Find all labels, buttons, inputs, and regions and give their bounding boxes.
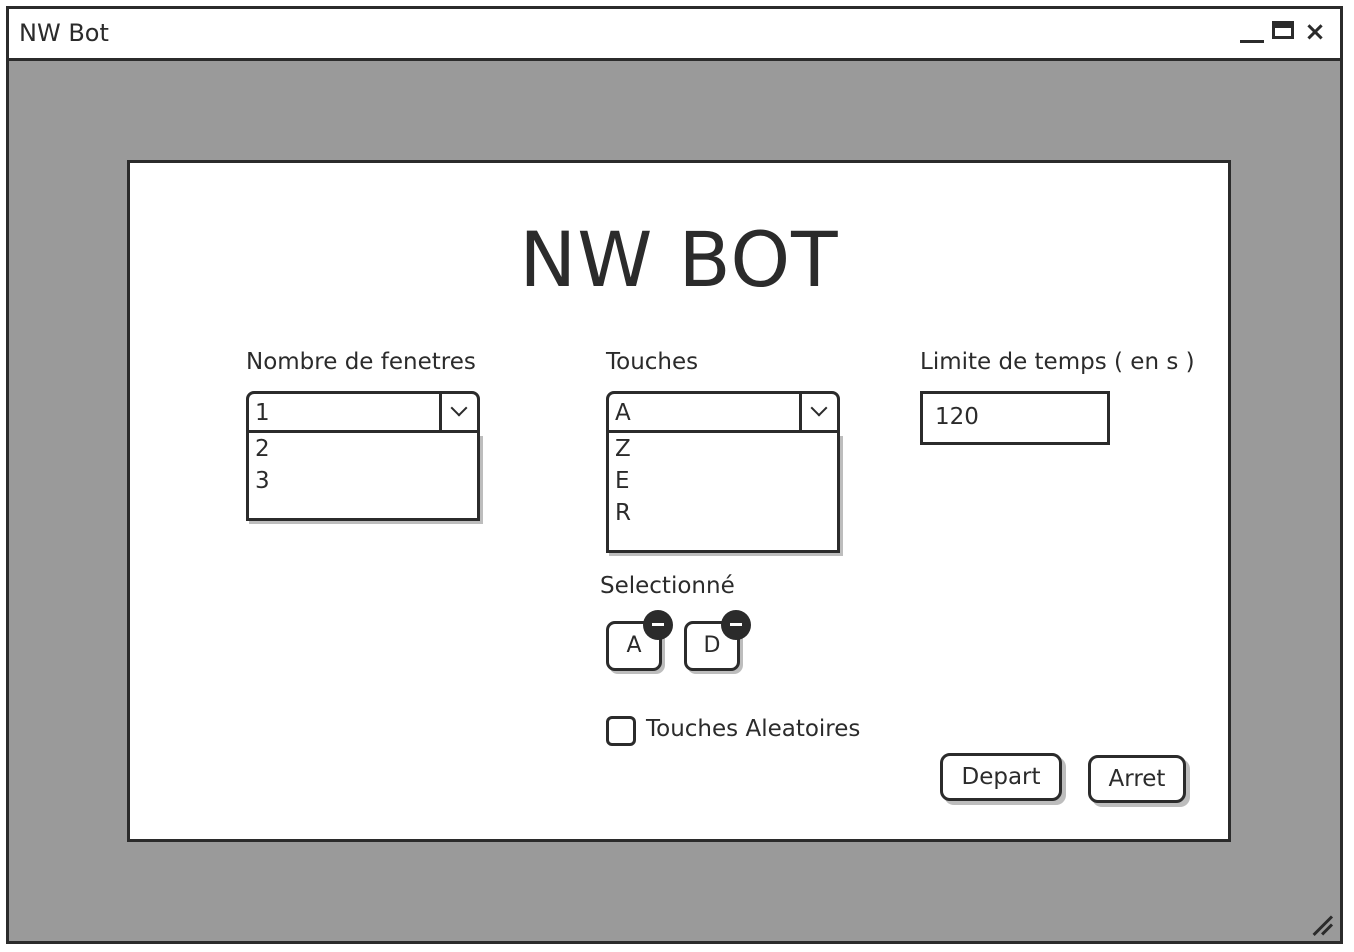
minimize-icon[interactable] (1240, 19, 1266, 45)
window-count-select[interactable]: 1 (246, 391, 480, 433)
window-count-option[interactable]: 3 (255, 468, 270, 494)
window-title: NW Bot (19, 19, 109, 47)
selected-key-chip: A (606, 610, 673, 671)
random-keys-label: Touches Aleatoires (646, 716, 861, 742)
time-limit-input[interactable]: 120 (920, 391, 1110, 445)
maximize-icon[interactable] (1272, 19, 1298, 45)
main-panel: NW BOT Nombre de fenetres 1 2 3 Touches … (127, 160, 1231, 842)
start-button[interactable]: Depart (940, 753, 1062, 801)
chevron-down-icon[interactable] (799, 394, 837, 430)
window-count-selected: 1 (255, 400, 270, 426)
close-icon[interactable]: × (1304, 17, 1326, 47)
keys-option[interactable]: R (615, 500, 631, 526)
selected-key-chip-label: A (626, 633, 642, 658)
keys-label: Touches (606, 349, 699, 375)
keys-options: Z E R (606, 433, 840, 553)
random-keys-checkbox[interactable] (606, 716, 636, 746)
keys-select[interactable]: A (606, 391, 840, 433)
title-bar: NW Bot × (9, 9, 1340, 61)
app-window: NW Bot × NW BOT Nombre de fenetres 1 2 3… (6, 6, 1343, 944)
selected-key-chip-label: D (703, 633, 721, 658)
keys-option[interactable]: E (615, 468, 630, 494)
app-title: NW BOT (519, 215, 839, 304)
time-limit-value: 120 (935, 404, 979, 430)
remove-icon[interactable] (721, 610, 751, 640)
chevron-down-icon[interactable] (439, 394, 477, 430)
resize-grip-icon[interactable] (1310, 911, 1334, 935)
selected-key-chip: D (684, 610, 751, 671)
selected-keys-label: Selectionné (600, 573, 735, 599)
remove-icon[interactable] (643, 610, 673, 640)
window-count-option[interactable]: 2 (255, 436, 270, 462)
keys-selected: A (615, 400, 631, 426)
stop-button[interactable]: Arret (1088, 755, 1186, 803)
keys-option[interactable]: Z (615, 436, 631, 462)
window-count-label: Nombre de fenetres (246, 349, 476, 375)
window-count-options: 2 3 (246, 433, 480, 521)
time-limit-label: Limite de temps ( en s ) (920, 349, 1195, 375)
